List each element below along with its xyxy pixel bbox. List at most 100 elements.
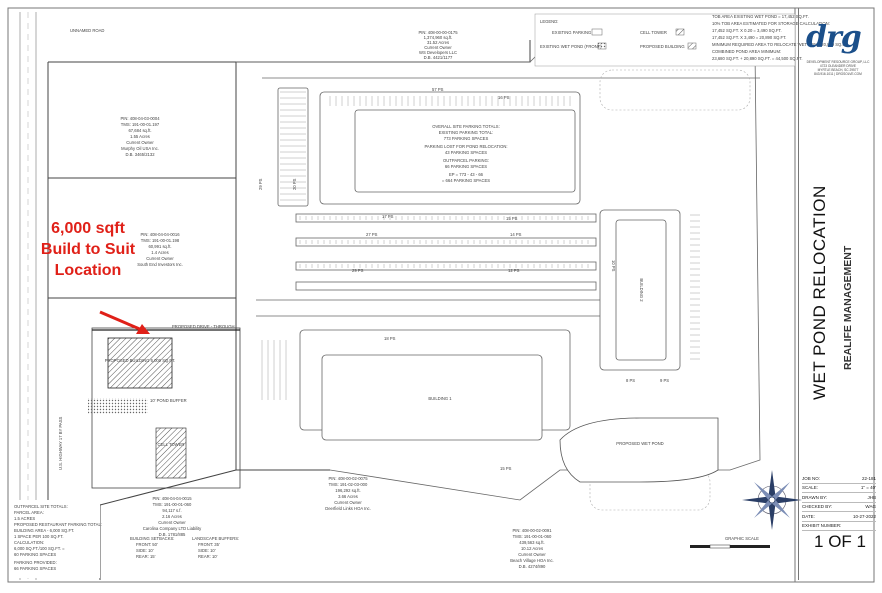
meta-value: 10-27-2022 [852,513,876,519]
parcel-text: Deerfield Links HOA Inc. [325,506,371,511]
parcel-text: 196,292 sq.ft. [335,488,360,493]
parcel-text: Current Owner [424,45,452,50]
ps-label: 14 PS [510,232,522,237]
parcel-text: TMS: 191-02-03-000 [329,482,368,487]
legend-item: EXISTING WET POND (FRONT) [540,44,602,49]
main-site [236,51,761,501]
parcel-left-2: PIN: 408-04-04-0016 TMS: 191-00-01.198 6… [137,232,183,267]
parcel-bottom-mid: PIN: 408-00-02-0075 TMS: 191-02-03-000 1… [325,476,371,511]
parcel-text: WS Developers LLC [419,50,457,55]
outparcel: PROPOSED DRIVE - THROUGH PROPOSED BUILDI… [88,324,241,489]
legend-title: LEGEND: [540,19,558,24]
note-line: 1 SPACE PER 100 SQ.FT. [14,534,64,539]
build-to-suit-callout: 6,000 sqft Build to Suit Location [28,218,148,281]
meta-label: EXHIBIT NUMBER: [802,523,842,529]
parcel-text: D.B. 3465/2132 [125,152,155,157]
pond-note: MINIMUM REQUIRED AREA TO RELOCATE WET PO… [712,42,848,47]
callout-arrow [99,310,150,334]
buffer-line: FRONT: 35' [198,542,220,547]
drg-logo: drg [806,20,862,55]
totals-line: OUTPARCEL PARKING: [443,158,489,163]
totals-line: PARKING LOST FOR POND RELOCATION: [424,144,507,149]
setback-line: SIDE: 10' [136,548,154,553]
title-block-meta: JOB NO:22-181 SCALE:1" = 40' DRAWN BY:JH… [802,474,876,531]
building-1-label: BUILDING 1 [428,396,452,401]
parcel-text: Current Owner [126,140,154,145]
note-line: 66 PARKING SPACES [14,566,56,571]
note-line: 6,000 SQ.FT./100 SQ.FT. = [14,546,65,551]
parking-labels: 57 PS 16 PS 29 PS 20 PS 17 PS 15 PS 27 P… [258,87,669,471]
ps-label: 16 PS [498,95,510,100]
parcel-text: PIN: 408-04-04-0016 [140,232,180,237]
ps-label: 29 PS [258,178,263,190]
building-2-label: BUILDING 2 [639,278,644,302]
ps-label: 29 PS [352,268,364,273]
meta-label: DRAWN BY: [802,494,828,500]
proposed-building [107,337,173,389]
parcel-text: 439,563 sq.ft. [519,540,544,545]
totals-line: OVERALL SITE PARKING TOTALS: [432,124,500,129]
road-label: U.S. HIGHWAY 17 BY PASS [58,417,63,470]
meta-row: SCALE:1" = 40' [802,484,876,493]
ps-label: 18 PS [384,336,396,341]
meta-label: DATE: [802,513,815,519]
restaurant-label: PROPOSED BUILDING 6,000 SQ.FT. [105,358,176,363]
buffers-title: LANDSCAPE BUFFERS: [192,536,239,541]
parcel-text: 31.52 Acres [427,40,449,45]
firm-line: DEVELOPMENT RESOURCE GROUP, LLC [806,60,870,64]
parcel-text: Current Owner [146,256,174,261]
parcel-text: PIN: 408-00-00-0175 [418,30,458,35]
setbacks-title: BUILDING SETBACKS: [130,536,174,541]
proposed-pond: PROPOSED WET POND [559,417,719,483]
pond-note: 23,680 SQ.FT. + 20,890 SQ.FT. = 44,500 S… [712,56,803,61]
parcel-text: D.B. 4421/1177 [424,55,453,60]
legend-item: CELL TOWER [640,30,667,35]
note-line: 1.5 ACRES [14,516,35,521]
parcel-text: 60,991 sq.ft. [148,244,171,249]
ps-label: 27 PS [366,232,378,237]
cell-tower [155,427,187,479]
parcel-text: 67,684 sq.ft. [128,128,151,133]
legend-item: PROPOSED BUILDING [640,44,685,49]
parcel-text: 10.12 Acres [521,546,543,551]
meta-row: CHECKED BY:WAG [802,503,876,512]
note-line: PARKING PROVIDED: [14,560,57,565]
parcel-text: 1,374,960 sq.ft. [424,35,453,40]
sheet-number: 1 OF 1 [814,532,866,551]
parcel-text: 3.66 Acres [338,494,358,499]
firm-line: MYRTLE BEACH, SC 29577 [817,68,859,72]
parcel-text: D.B. 1781/885 [159,532,186,537]
graphic-scale-label: GRAPHIC SCALE [725,536,759,541]
buffer-line: REAR: 10' [198,554,218,559]
unnamed-road-label: UNNAMED ROAD [70,28,104,33]
parking-stalls [261,91,700,400]
buffer-line: SIDE: 10' [198,548,216,553]
sheet-title: WET POND RELOCATION [810,185,829,400]
note-line: BUILDING AREA - 6,000 SQ.FT. [14,528,74,533]
parcel-text: TMS: 191-00-01-060 [153,502,192,507]
ps-label: 15 PS [500,466,512,471]
totals-line: 43 PARKING SPACES [445,150,487,155]
callout-line-1: 6,000 sqft [51,220,125,237]
ps-label: 15 PS [506,216,518,221]
pond-note: COMBINED POND AREA MINIMUM: [712,49,781,54]
pond-note: 17,452 SQ.FT. X 0.20 = 3,490 SQ.FT. [712,28,782,33]
totals-line: EP = 773 - 43 - 66 [449,172,484,177]
parcel-bottom-right: PIN: 408-00-02-0091 TMS: 191-00-01-060 4… [510,528,553,569]
callout-line-2: Build to Suit [40,241,136,258]
parcel-text: 2.16 Acres [162,514,182,519]
parcel-text: PIN: 408-04-03-0004 [120,116,160,121]
parcel-text: TMS: 191-00-01.198 [141,238,180,243]
legend-item: EXISTING PARKING [552,30,591,35]
meta-label: JOB NO: [802,475,821,481]
parcel-text: 94,117 s.f. [162,508,181,513]
cell-tower-label: CELL TOWER [158,442,185,447]
note-line: CALCULATION: [14,540,44,545]
pond-buffer-label: 10' POND BUFFER [150,398,187,403]
meta-row: EXHIBIT NUMBER: [802,522,876,531]
firm-line: 843.916.1011 | DRGSOLVE.COM [814,72,862,76]
meta-label: SCALE: [802,485,819,491]
ps-label: 57 PS [432,87,444,92]
sheet-subtitle: REALIFE MANAGEMENT [842,245,854,370]
